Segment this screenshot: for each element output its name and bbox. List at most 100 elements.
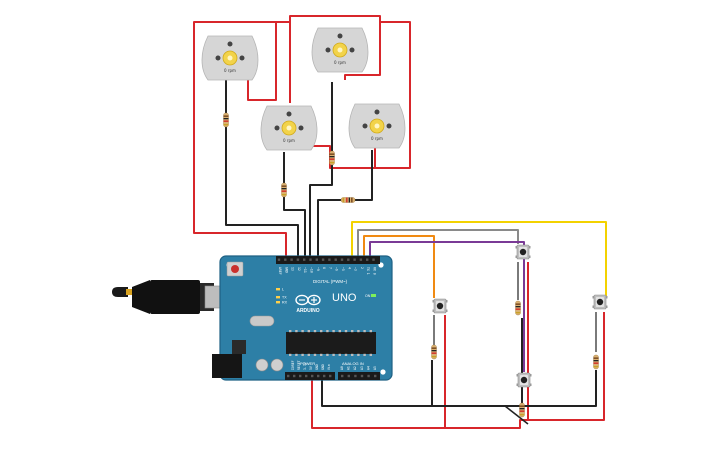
resistor-button2[interactable] [515,300,521,316]
reset-button[interactable] [226,261,244,277]
digital-pin-hole[interactable] [290,258,293,261]
wire-black-motor3[interactable] [309,82,333,262]
arduino-infinity-logo-icon [295,294,321,306]
motor-speed-label: 0 rpm [283,138,295,143]
analog-pin-hole[interactable] [354,374,357,378]
power-pin-label: GND [315,364,319,370]
resistor-motor2[interactable] [281,182,287,198]
wire-purple-button4[interactable] [369,241,525,372]
digital-pin-hole[interactable] [347,258,350,261]
power-pin-hole[interactable] [299,374,302,378]
analog-pin-hole[interactable] [347,374,350,378]
digital-pin-label: AREF [278,267,282,275]
digital-pin-label: ~5 [341,267,345,271]
chip-pin [357,353,360,356]
power-pin-hole[interactable] [311,374,314,378]
chip-pin [338,353,341,356]
pushbutton-4[interactable] [516,372,532,388]
chip-pin [326,330,329,333]
resistor-motor1[interactable] [223,112,229,128]
digital-pin-label: TX 1 [366,267,370,275]
motor-2[interactable]: 0 rpm [311,27,369,73]
dc-barrel-jack-icon[interactable] [212,354,242,378]
resistor-motor4[interactable] [340,197,356,203]
power-pin-hole[interactable] [293,374,296,378]
wires [193,15,607,429]
digital-pin-hole[interactable] [277,258,281,261]
wire-gray-button2[interactable] [357,229,519,262]
chip-pin [332,330,335,333]
usb-cable[interactable] [112,280,224,314]
power-pin-hole[interactable] [287,374,290,378]
power-pin-label: 3.3V [303,362,307,370]
wire-yellow-button3[interactable] [351,221,607,296]
digital-pin-hole[interactable] [284,258,287,261]
digital-pin-label: GND [284,267,288,273]
motor-4[interactable]: 0 rpm [348,103,406,149]
digital-pin-hole[interactable] [309,258,312,261]
on-led-label: ON [365,294,371,298]
analog-pin-hole[interactable] [360,374,364,378]
digital-pin-hole[interactable] [366,258,369,261]
resistor-button3[interactable] [593,354,599,370]
digital-pin-label: 12 [297,267,301,271]
digital-pin-hole[interactable] [372,258,375,261]
wire-black-motor2[interactable] [283,152,306,262]
pushbutton-1[interactable] [432,298,448,314]
wire-black-gnd-far[interactable] [522,370,597,407]
digital-pin-hole[interactable] [315,258,318,261]
digital-pin-hole[interactable] [359,258,363,261]
power-pin-hole[interactable] [329,374,332,378]
analog-pin-hole[interactable] [374,374,377,378]
digital-pin-hole[interactable] [321,258,325,261]
power-pin-hole[interactable] [305,374,308,378]
resistor-motor3[interactable] [329,150,335,166]
digital-pin-hole[interactable] [296,258,300,261]
chip-pin [326,353,329,356]
power-pin-label: 5V [309,366,313,370]
pushbutton-2[interactable] [515,244,531,260]
analog-pin-hole[interactable] [341,374,344,378]
analog-pin-label: A3 [360,366,364,370]
digital-pin-hole[interactable] [334,258,337,261]
wire-black-gnd-diag[interactable] [504,405,529,425]
chip-pin [320,330,323,333]
wire-red-motor3[interactable] [344,22,381,80]
resistor-button4[interactable] [519,402,525,418]
analog-pin-hole[interactable] [367,374,370,378]
resistor-button1[interactable] [431,344,437,360]
motor-1[interactable]: 0 rpm [201,35,259,81]
brand-label: ARDUINO [296,308,319,314]
power-pin-hole[interactable] [317,374,320,378]
digital-pin-label: ~11 [303,267,307,273]
wire-red-5v-far[interactable] [528,312,605,421]
wire-black-gnd[interactable] [321,360,433,407]
chip-pin [301,330,304,333]
power-header [285,372,335,380]
digital-pin-hole[interactable] [340,258,344,261]
power-pin-hole[interactable] [323,374,326,378]
digital-pin-hole[interactable] [328,258,331,261]
wire-red-motor4[interactable] [302,145,410,169]
wire-orange-button1[interactable] [363,235,435,298]
motor-3[interactable]: 0 rpm [260,105,318,151]
atmega-chip [286,332,376,354]
wire-black-motor1[interactable] [225,80,299,262]
digital-pin-hole[interactable] [303,258,306,261]
chip-pin [351,353,354,356]
chip-pin [289,330,292,333]
wire-red-motor1[interactable] [194,21,277,101]
digital-pin-label: ~10 [310,267,314,273]
analog-pin-label: A0 [340,366,344,370]
wire-red-5v-right[interactable] [312,390,529,429]
chip-pins [289,330,372,356]
pushbutton-3[interactable] [592,294,608,310]
chip-pin [363,353,366,356]
crystal-oscillator [249,315,275,327]
analog-header-label: ANALOG IN [342,361,364,366]
digital-pin-hole[interactable] [353,258,356,261]
